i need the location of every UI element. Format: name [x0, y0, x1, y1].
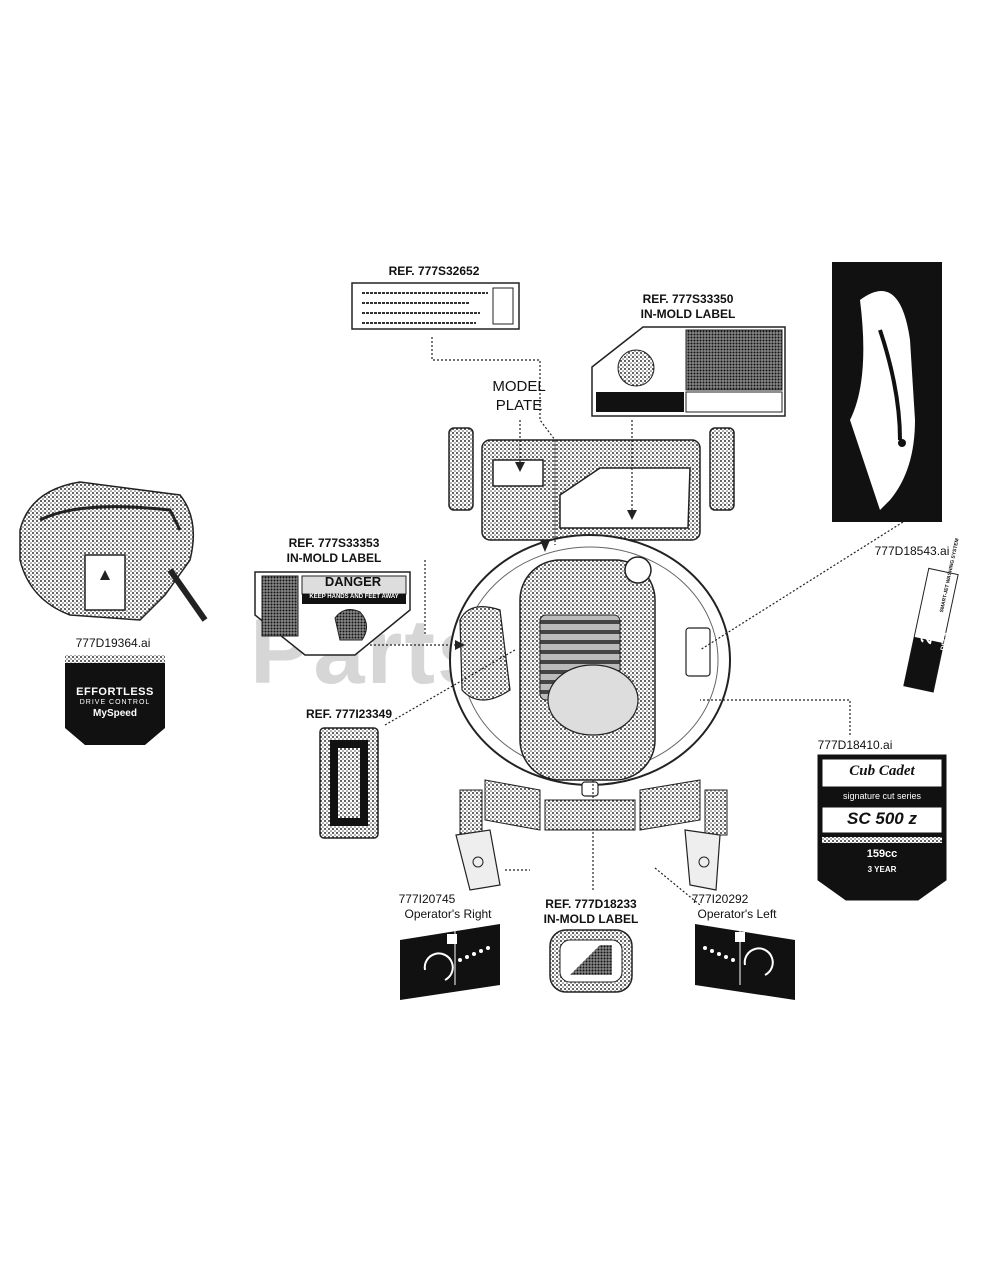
label-777d18410: 777D18410.ai — [817, 738, 893, 752]
cub-cadet-series: signature cut series — [842, 791, 922, 801]
label-777i20745-sub: Operator's Right — [404, 907, 492, 921]
label-777i20292-sub: Operator's Left — [697, 907, 777, 921]
label-777i20292: 777I20292 — [691, 892, 749, 906]
danger-decal-title: DANGER — [324, 574, 382, 589]
model-plate-line2: PLATE — [495, 397, 543, 414]
ref-777s33350: REF. 777S33350 — [642, 292, 734, 306]
ref-777s33353-sub: IN-MOLD LABEL — [286, 551, 382, 565]
rear-wheel-right — [709, 427, 735, 511]
ref-777i23349: REF. 777I23349 — [305, 707, 393, 721]
label-777d19364: 777D19364.ai — [75, 636, 151, 650]
label-777d18543: 777D18543.ai — [874, 544, 950, 558]
effortless-line3: MySpeed — [93, 708, 137, 719]
effortless-decal — [65, 655, 165, 745]
label-s32652 — [351, 282, 520, 330]
effortless-line2: DRIVE CONTROL — [79, 699, 151, 706]
ref-777s32652: REF. 777S32652 — [388, 264, 480, 278]
ref-777d18233-sub: IN-MOLD LABEL — [543, 912, 639, 926]
cub-cadet-warranty: 3 YEAR — [867, 865, 897, 874]
label-777i20745: 777I20745 — [398, 892, 456, 906]
danger-decal-sub: KEEP HANDS AND FEET AWAY — [309, 594, 399, 600]
in-mold-label-area — [559, 467, 691, 529]
rear-wheel-left — [448, 427, 474, 511]
deck-size-decal — [903, 567, 959, 693]
model-plate-line1: MODEL — [492, 378, 546, 395]
cub-cadet-model: SC 500 z — [847, 809, 917, 828]
operator-right-decal — [400, 924, 500, 1000]
ref-777d18233: REF. 777D18233 — [545, 897, 637, 911]
ref-777s33353: REF. 777S33353 — [288, 536, 380, 550]
cub-cadet-cc: 159cc — [866, 848, 898, 860]
cub-cadet-brand: Cub Cadet — [849, 763, 915, 779]
ref-777s33350-sub: IN-MOLD LABEL — [640, 307, 736, 321]
deck-label-area — [685, 627, 711, 677]
handlebar-inset — [19, 481, 195, 621]
effortless-line1: EFFORTLESS — [76, 686, 154, 698]
